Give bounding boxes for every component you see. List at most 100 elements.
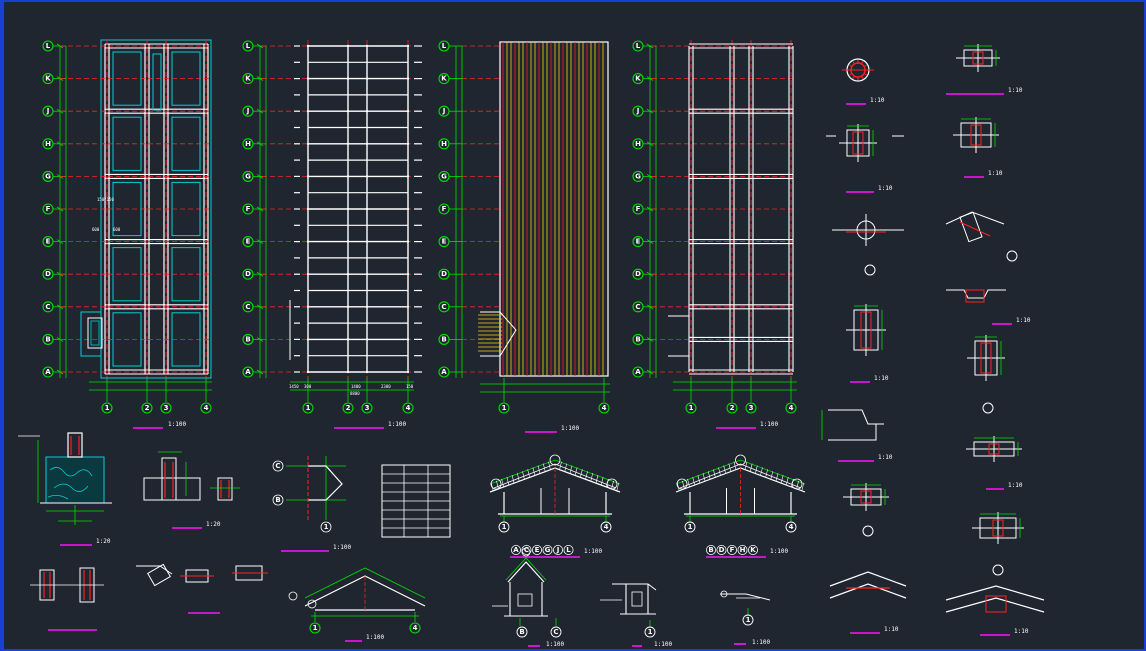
plan-4-row-axis-g: G — [632, 170, 644, 182]
svg-text:C: C — [635, 303, 640, 311]
plan-4-row-axis-e: E — [632, 236, 644, 248]
plan-2-row-axis-k: K — [242, 73, 254, 85]
svg-text:2: 2 — [346, 404, 351, 412]
svg-text:2: 2 — [145, 404, 150, 412]
section-1-col-axis-4: 4 — [600, 521, 612, 533]
footing-scale: 1:20 — [96, 538, 111, 545]
svg-text:K: K — [635, 75, 641, 83]
section-2-col-axis-4: 4 — [785, 521, 797, 533]
connection-details: 1:101:101:101:101:101:101:101:101:101:10 — [821, 44, 1045, 636]
svg-text:C: C — [441, 303, 446, 311]
plan-2-col-axis-3: 3 — [361, 402, 373, 414]
bracket-scale: 1:100 — [333, 544, 351, 551]
plan-4-scale: 1:100 — [760, 421, 778, 428]
plan-3-row-axis-b: B — [438, 333, 450, 345]
svg-text:D: D — [441, 270, 447, 278]
plan-1-row-axis-h: H — [42, 138, 54, 150]
svg-text:1: 1 — [105, 404, 110, 412]
section-2-scale: 1:100 — [770, 548, 788, 555]
plan-2-row-axis-f: F — [242, 203, 254, 215]
svg-text:B: B — [245, 335, 250, 343]
svg-text:J: J — [46, 107, 50, 115]
plan-3-row-axis-e: E — [438, 236, 450, 248]
svg-text:K: K — [750, 546, 756, 554]
plan-2-dim-5: 150 — [406, 384, 414, 389]
plan-2-dim-1: 1450 — [289, 384, 299, 389]
svg-text:H: H — [740, 546, 746, 554]
detail-4-joint — [846, 304, 886, 356]
detail-13-joint — [966, 436, 1022, 462]
small-3-scale: 1:100 — [752, 639, 770, 646]
plan-4-row-axis-a: A — [632, 366, 644, 378]
detail-1-scale: 1:10 — [870, 97, 885, 104]
svg-text:4: 4 — [204, 404, 209, 412]
plan-1-col-axis-2: 2 — [141, 402, 153, 414]
svg-text:1: 1 — [746, 616, 751, 624]
plan-4-col-axis-3: 3 — [745, 402, 757, 414]
plan-2-row-axis-g: G — [242, 170, 254, 182]
plan-4-row-axis-h: H — [632, 138, 644, 150]
plan-1-row-axis-c: C — [42, 301, 54, 313]
plan-4-row-axis-l: L — [632, 40, 644, 52]
svg-text:D: D — [45, 270, 51, 278]
plan-3-row-axis-a: A — [438, 366, 450, 378]
svg-text:4: 4 — [406, 404, 411, 412]
svg-text:J: J — [636, 107, 640, 115]
detail-15-ridge — [945, 585, 1045, 601]
plan-3-title: 1:100 — [525, 425, 579, 433]
svg-text:K: K — [441, 75, 447, 83]
section-1-axis-l: L — [563, 545, 574, 556]
svg-text:4: 4 — [602, 404, 607, 412]
plan-3-row-axis-g: G — [438, 170, 450, 182]
plan-1-row-axis-f: F — [42, 203, 54, 215]
detail-4-scale: 1:10 — [878, 454, 893, 461]
small-section-scale: 1:100 — [546, 641, 564, 648]
svg-text:C: C — [524, 546, 529, 554]
detail-7-ridge — [829, 571, 907, 587]
svg-text:E: E — [535, 546, 540, 554]
footing-detail: 1:20 — [18, 432, 112, 546]
section-2-axis-k: K — [748, 545, 759, 556]
schedule-table[interactable] — [381, 464, 451, 538]
roof-section-title: 1:100 — [345, 634, 384, 642]
plan-2-dim-2: 300 — [304, 384, 312, 389]
plan-2-dim-4: 2300 — [381, 384, 391, 389]
section-1-axis-c: C — [521, 545, 532, 556]
svg-text:F: F — [636, 205, 641, 213]
svg-text:1: 1 — [306, 404, 311, 412]
plan-1-row-axis-d: D — [42, 268, 54, 280]
plan-1-panel — [112, 247, 142, 302]
svg-text:B: B — [441, 335, 446, 343]
plan-1-panel — [112, 312, 142, 367]
plan-4-col-axis-1: 1 — [685, 402, 697, 414]
plan-4-row-axis-f: F — [632, 203, 644, 215]
svg-text:L: L — [636, 42, 641, 50]
section-1-col-axis-1: 1 — [498, 521, 510, 533]
plan-4-col-axis-2: 2 — [726, 402, 738, 414]
plan-2-row-axis-d: D — [242, 268, 254, 280]
detail-10-bracket — [945, 211, 1005, 225]
svg-text:3: 3 — [749, 404, 754, 412]
small-2-scale: 1:100 — [654, 641, 672, 648]
svg-text:J: J — [246, 107, 250, 115]
plan-3-row-axis-f: F — [438, 203, 450, 215]
svg-text:D: D — [245, 270, 251, 278]
plan-2-row-axis-j: J — [242, 105, 254, 117]
svg-text:4: 4 — [789, 404, 794, 412]
plan-1-col-axis-1: 1 — [101, 402, 113, 414]
svg-text:J: J — [556, 546, 560, 554]
plan-1-row-axis-b: B — [42, 333, 54, 345]
svg-text:E: E — [46, 238, 51, 246]
plan-2-dim-3: 1400 — [351, 384, 361, 389]
detail-2-scale: 1:10 — [878, 185, 893, 192]
svg-text:C: C — [553, 628, 558, 636]
detail-8-scale: 1:10 — [1016, 317, 1031, 324]
svg-text:F: F — [246, 205, 251, 213]
section-2-axis-b: B — [706, 545, 717, 556]
detail-8-joint — [956, 44, 1000, 72]
